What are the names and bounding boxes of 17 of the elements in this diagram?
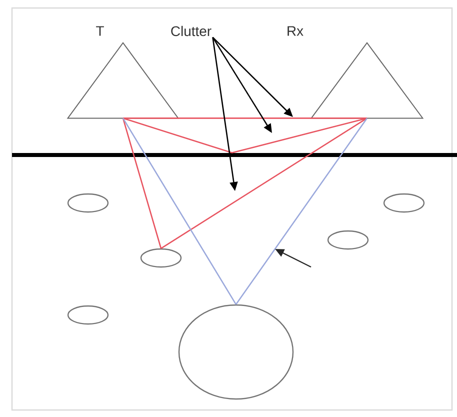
- clutter-ellipse: [383, 193, 425, 213]
- signal-path: [235, 118, 368, 305]
- label-text: Clutter: [171, 26, 212, 36]
- node-label: Rx: [288, 26, 304, 36]
- signal-path: [123, 118, 367, 119]
- signal-path: [122, 118, 237, 305]
- clutter-ellipse: [67, 305, 109, 325]
- leader-arrow: [212, 36, 293, 117]
- signal-path: [160, 118, 368, 249]
- clutter-ellipse: [140, 248, 182, 268]
- clutter-ellipse: [67, 193, 109, 213]
- signal-path: [122, 118, 232, 154]
- target-circle: [178, 304, 294, 400]
- signal-path: [122, 118, 162, 249]
- clutter-ellipse: [327, 230, 369, 250]
- signal-path: [232, 118, 368, 154]
- node-label: T: [96, 26, 104, 36]
